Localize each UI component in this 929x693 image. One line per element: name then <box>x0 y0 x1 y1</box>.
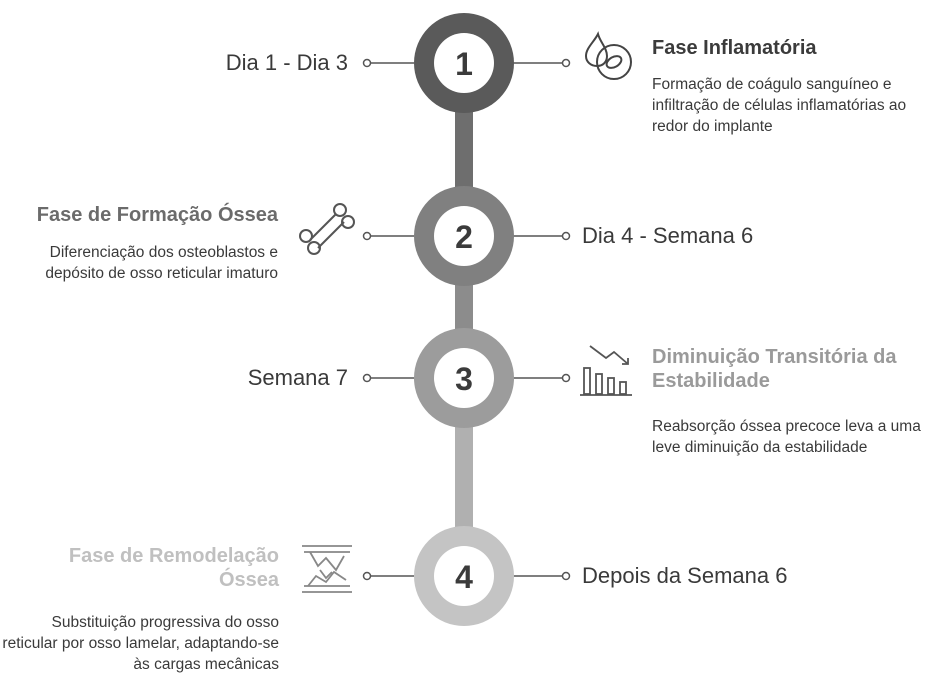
blood-cell-icon <box>584 31 632 80</box>
stage-number-3: 3 <box>455 361 473 397</box>
connector-3-4 <box>455 420 473 560</box>
stage-1-time: Dia 1 - Dia 3 <box>225 50 348 75</box>
stage-node-1: 1 <box>414 13 514 113</box>
stage-node-3: 3 <box>414 328 514 428</box>
stage-node-4: 4 <box>414 526 514 626</box>
stage-number-4: 4 <box>455 559 473 595</box>
stage-3-title: Diminuição Transitória da Estabilidade <box>652 346 897 392</box>
stage-2-title: Fase de Formação Óssea <box>36 204 278 226</box>
stage-2-time: Dia 4 - Semana 6 <box>582 223 754 248</box>
stage-number-1: 1 <box>455 46 473 82</box>
stage-2-description: Diferenciação dos osteoblastos e depósit… <box>45 244 278 282</box>
bone-icon <box>299 203 355 255</box>
stage-1-title: Fase Inflamatória <box>652 37 817 59</box>
stage-node-2: 2 <box>414 186 514 286</box>
stage-1-description: Formação de coágulo sanguíneo e infiltra… <box>652 76 907 135</box>
connector-lines <box>362 58 571 581</box>
stage-4-time: Depois da Semana 6 <box>582 563 788 588</box>
bone-remodeling-icon <box>302 545 352 593</box>
stage-4-description: Substituição progressiva do osso reticul… <box>2 614 279 673</box>
stage-3-time: Semana 7 <box>247 365 348 390</box>
stage-4-title: Fase de Remodelação Óssea <box>68 545 279 591</box>
stage-3-description: Reabsorção óssea precoce leva a uma leve… <box>652 418 921 456</box>
declining-chart-icon <box>580 345 632 396</box>
stage-number-2: 2 <box>455 219 473 255</box>
